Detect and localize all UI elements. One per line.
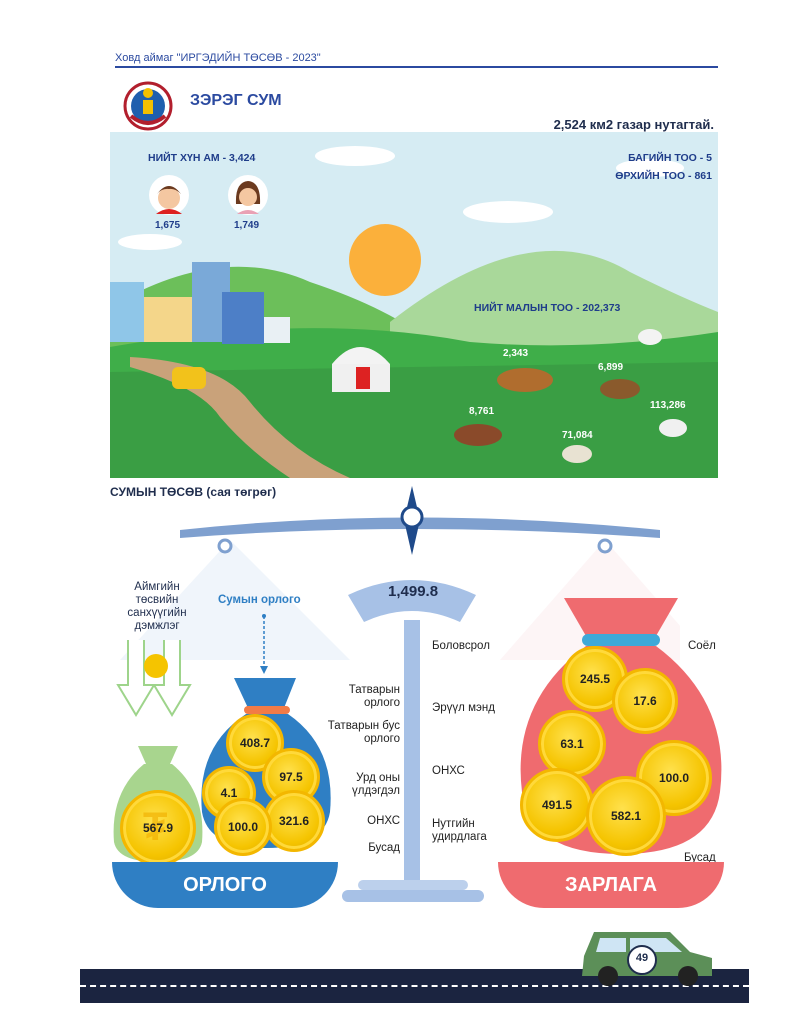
education-value: 245.5 [579, 672, 611, 686]
health-label: Эрүүл мэнд [432, 702, 495, 714]
education-label: Боловсрол [432, 640, 490, 652]
transfer-arrows-icon [116, 640, 192, 717]
sum-name: ЗЭРЭГ СУМ [190, 92, 282, 109]
culture-coin: 17.6 [612, 668, 678, 734]
health-value: 63.1 [560, 737, 584, 751]
sheep-count: 71,084 [562, 430, 593, 441]
header-divider [115, 66, 718, 68]
local-admin-value: 582.1 [610, 809, 642, 823]
health-coin: 63.1 [538, 710, 606, 778]
tax-income-value: 408.7 [239, 736, 271, 750]
expense-onhs-label: ОНХС [432, 765, 465, 777]
tax-income-label: Татварын орлого [348, 684, 400, 709]
camel-count: 2,343 [503, 348, 529, 359]
income-onhs-label: ОНХС [367, 815, 400, 827]
budget-title: СУМЫН ТӨСӨВ (сая төгрөг) [110, 485, 277, 499]
page-number: 49 [635, 952, 649, 964]
carryover-label: Урд оны үлдэгдэл [351, 772, 400, 797]
expense-base-label: ЗАРЛАГА [564, 873, 658, 896]
nontax-income-value: 4.1 [220, 786, 238, 800]
local-admin-label: Нутгийн удирдлага [432, 818, 487, 843]
emblem-icon [123, 81, 173, 131]
area-text: 2,524 км2 газар нутагтай. [553, 117, 714, 132]
landscape-scene: НИЙТ ХҮН АМ - 3,424 1,675 1,749 БАГИЙН Т… [110, 132, 718, 478]
income-base: ОРЛОГО [112, 862, 338, 908]
horse-count: 6,899 [598, 362, 624, 373]
expense-onhs-coin: 491.5 [520, 768, 594, 842]
aimag-support-value: 567.9 [142, 821, 174, 835]
culture-value: 17.6 [633, 694, 657, 708]
livestock-total: НИЙТ МАЛЫН ТОО - 202,373 [474, 302, 621, 314]
male-count: 1,675 [155, 220, 181, 231]
expense-base: ЗАРЛАГА [498, 862, 724, 908]
carryover-value: 97.5 [279, 770, 303, 784]
bag-count: БАГИЙН ТОО - 5 [628, 152, 712, 164]
landscape-illustration [110, 132, 718, 478]
aimag-support-label: Аймгийн төсвийн санхүүгийн дэмжлэг [127, 581, 187, 632]
expense-onhs-value: 491.5 [541, 798, 573, 812]
expense-other-label: Бусад [684, 852, 716, 864]
expense-other-value: 100.0 [658, 771, 690, 785]
income-other-coin: 100.0 [214, 798, 272, 856]
household-count: ӨРХИЙН ТОО - 861 [615, 170, 712, 182]
income-base-label: ОРЛОГО [183, 873, 267, 896]
nontax-income-label: Татварын бус орлого [327, 720, 400, 745]
local-income-label: Сумын орлого [218, 594, 301, 606]
car-icon [582, 932, 712, 986]
income-other-value: 100.0 [227, 820, 259, 834]
male-avatar-icon [149, 175, 189, 215]
goat-count: 113,286 [650, 400, 686, 411]
female-count: 1,749 [234, 220, 260, 231]
balance-value: 1,499.8 [388, 583, 439, 600]
population-total: НИЙТ ХҮН АМ - 3,424 [148, 152, 256, 164]
aimag-support-coin: ₮ 567.9 [120, 790, 196, 866]
page-breadcrumb: Ховд аймаг "ИРГЭДИЙН ТӨСӨВ - 2023" [115, 52, 321, 64]
tugrik-icon: ₮ [143, 805, 168, 849]
local-admin-coin: 582.1 [586, 776, 666, 856]
female-avatar-icon [228, 175, 268, 215]
income-other-label: Бусад [368, 842, 400, 854]
culture-label: Соёл [688, 640, 716, 652]
cattle-count: 8,761 [469, 406, 495, 417]
income-onhs-value: 321.6 [278, 814, 310, 828]
income-onhs-coin: 321.6 [263, 790, 325, 852]
